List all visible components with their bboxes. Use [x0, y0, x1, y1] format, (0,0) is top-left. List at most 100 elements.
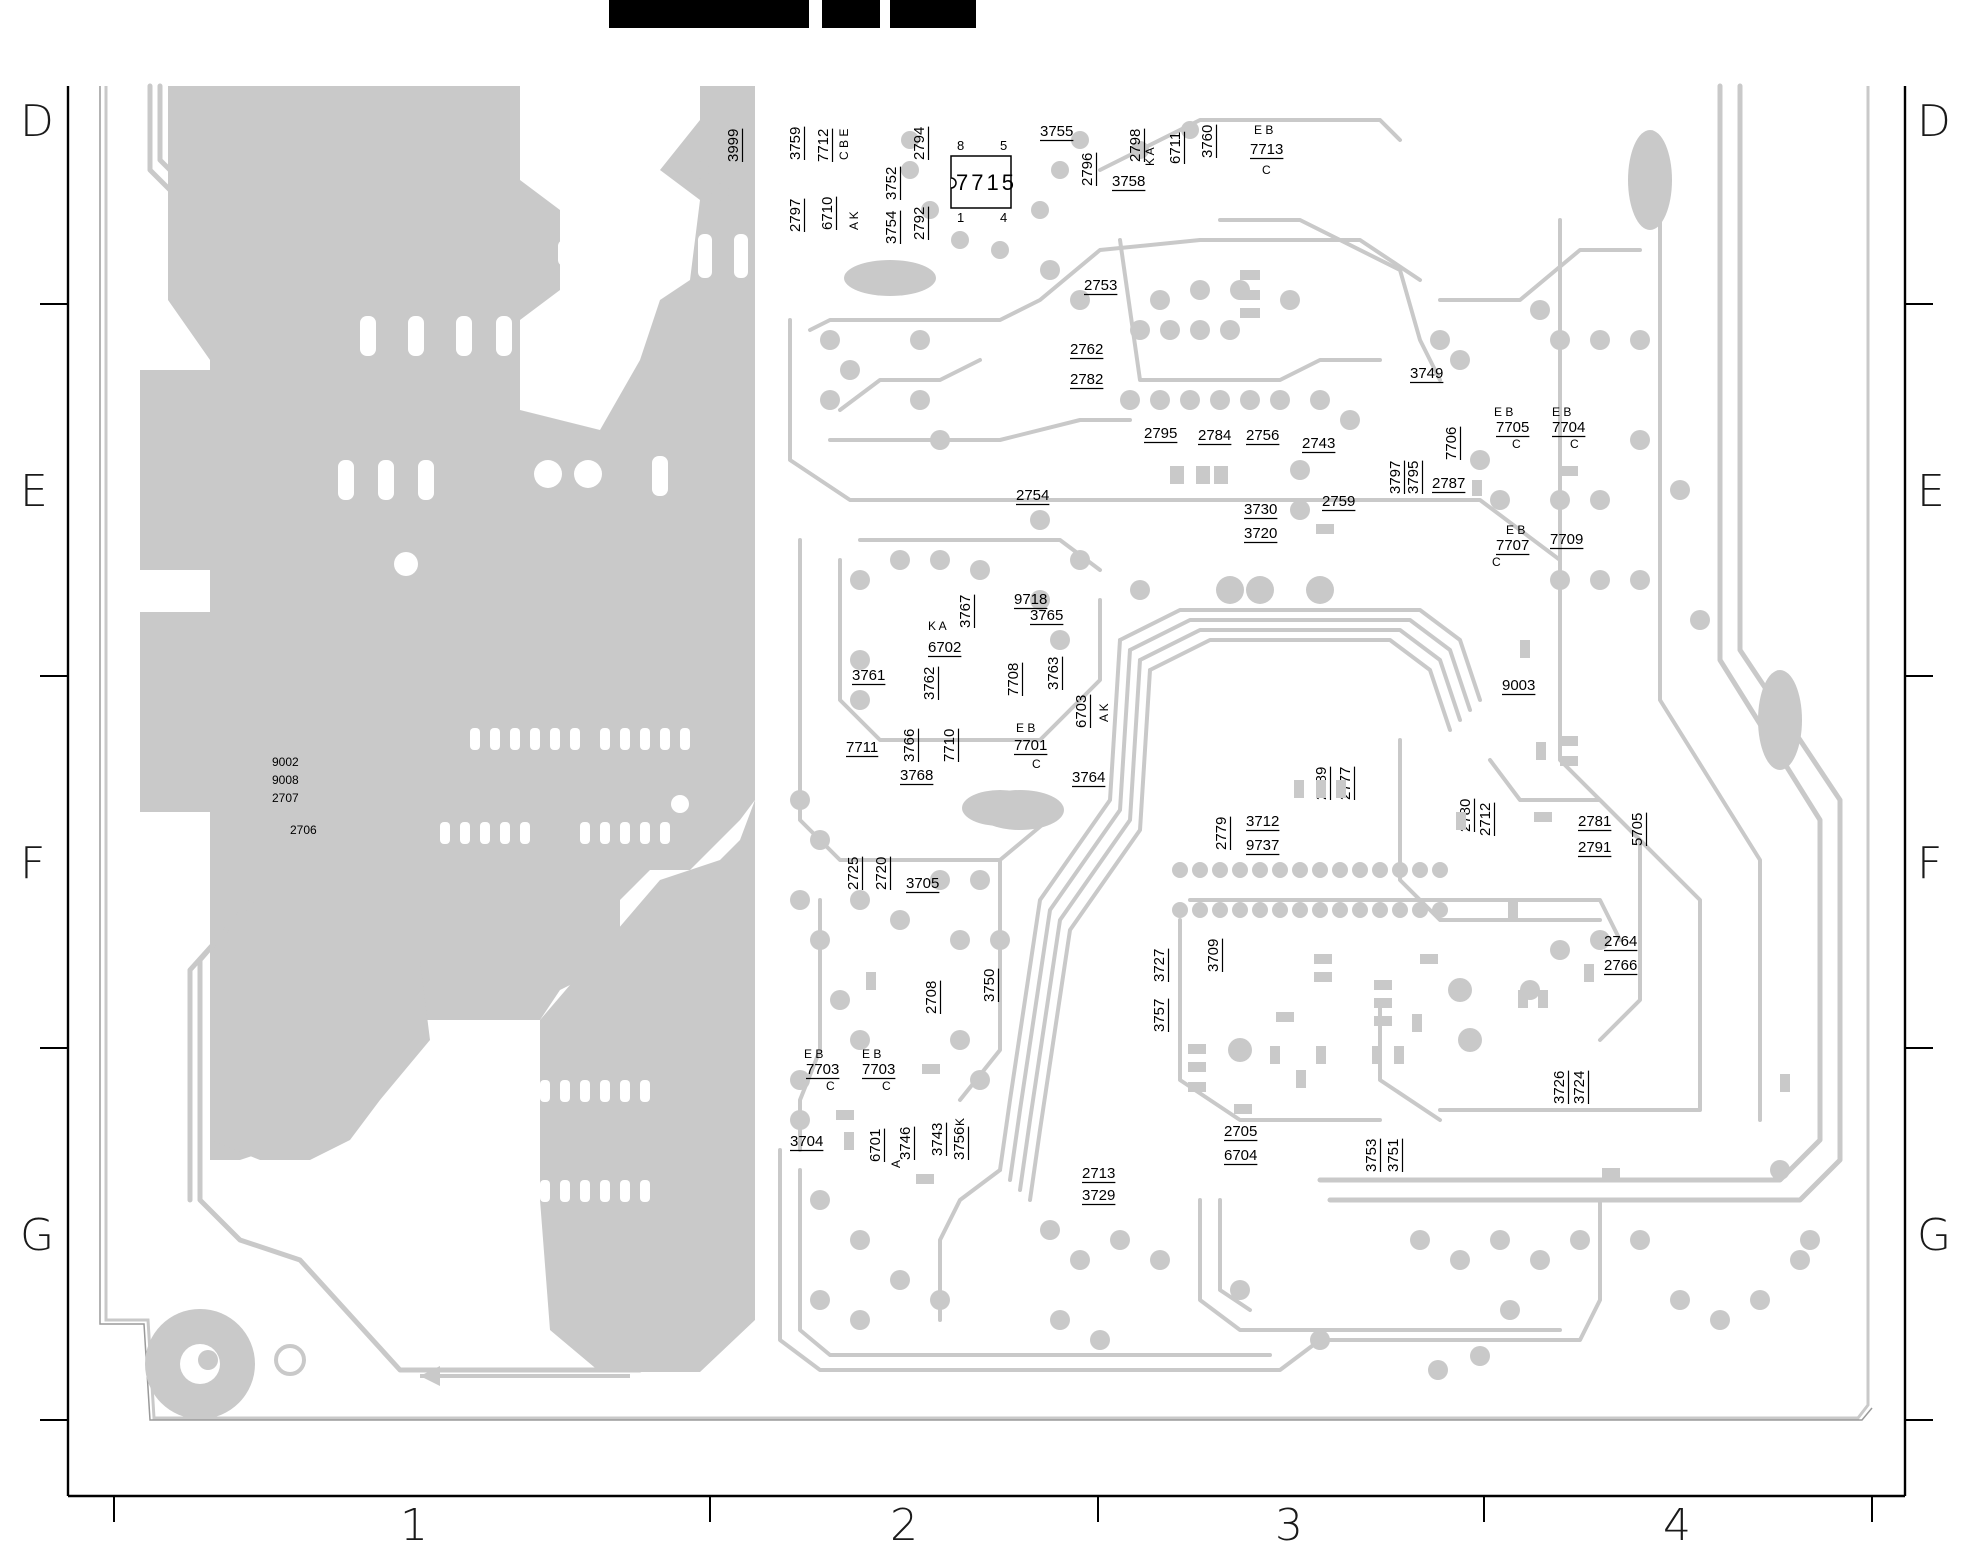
ref-3999: 3999	[725, 129, 742, 162]
ref-3795: 3795	[1405, 461, 1422, 494]
ref-3730: 3730	[1244, 501, 1277, 518]
ref-3724: 6704	[1224, 1147, 1257, 1164]
ref-3726: 2705	[1224, 1123, 1257, 1140]
connector-pad-bottom	[140, 612, 214, 812]
ref-3761: 3761	[852, 667, 885, 684]
ref-7712: 7712	[815, 129, 832, 162]
pins-6704: A	[889, 1160, 903, 1168]
round-hole	[394, 552, 418, 576]
ref-3757: 3724	[1571, 1071, 1588, 1104]
ref-3704: 3746	[897, 1127, 914, 1160]
drawing-frame	[40, 86, 1933, 1522]
pins-6710: A K	[847, 211, 861, 230]
ref-3750: 3726	[1551, 1071, 1568, 1104]
ref-3756: 3751	[1385, 1139, 1402, 1172]
board-edge	[104, 86, 1870, 1420]
ic-pin-5: 5	[1000, 138, 1007, 153]
ref-3767: 3767	[957, 595, 974, 628]
ref-9002: 2707	[272, 791, 299, 805]
ref-9718: 9718	[1014, 591, 1047, 608]
slot-hole	[496, 316, 512, 356]
copper-pour-left-low	[210, 960, 430, 1160]
ref-2791: 2725	[845, 857, 862, 890]
ref-6710: 6710	[819, 197, 836, 230]
ref-2795: 2795	[1144, 425, 1177, 442]
ref-9737: 2712	[1477, 803, 1494, 836]
header-bar	[609, 0, 809, 28]
reference-designators: 3999 3759 7712 C B E 2794 3755 2798 K A …	[272, 123, 1648, 1206]
ref-2781: 5705	[1629, 813, 1646, 846]
ref-3746: 3756	[951, 1127, 968, 1160]
copper-pour-main	[168, 86, 755, 1160]
ref-2780: 2781	[1578, 813, 1611, 830]
ref-3754: 3754	[883, 211, 900, 244]
ref-2712: 2791	[1578, 839, 1611, 856]
direction-arrow	[420, 1366, 630, 1386]
ref-2796: 2796	[1079, 153, 1096, 186]
ref-2756: 2756	[1246, 427, 1279, 444]
pins-7706-top: E B	[1506, 523, 1525, 537]
ic-7715: 7715 8 5 1 4	[950, 138, 1014, 225]
pins-7703-bottom: C	[882, 1079, 891, 1093]
board-outline	[99, 86, 1873, 1421]
round-hole	[534, 460, 562, 488]
pins-7713-bottom: C	[1262, 163, 1271, 177]
ref-7708: 7711	[846, 739, 878, 756]
ref-2743: 2743	[1302, 435, 1335, 452]
ref-2725: 3705	[906, 875, 939, 892]
ref-5705: 2720	[873, 857, 890, 890]
copper-pours	[140, 86, 755, 1419]
ref-7701: 7703	[806, 1061, 839, 1078]
ref-3759: 3759	[787, 127, 804, 160]
ref-7714: 7706	[1443, 427, 1460, 460]
pins-7710-bottom: C	[1032, 757, 1041, 771]
ref-2787: 2787	[1432, 475, 1465, 492]
header-bar	[822, 0, 880, 28]
slot-hole	[652, 456, 668, 496]
ref-7713: 7713	[1250, 141, 1283, 158]
ref-3751: 3729	[1082, 1187, 1115, 1204]
header-bars	[609, 0, 976, 28]
row-label-g-left: G	[20, 1210, 54, 1261]
pins-7705-top: E B	[1494, 405, 1513, 419]
column-label-2: 2	[890, 1500, 918, 1544]
ref-3727: 2764	[1604, 933, 1637, 950]
pins-7704-bottom: C	[1570, 437, 1579, 451]
ic-notch	[950, 177, 957, 189]
slot-hole	[360, 316, 376, 356]
ref-2797: 2797	[787, 199, 804, 232]
ref-6703: 6703	[1073, 695, 1090, 728]
ref-2762: 2762	[1070, 341, 1103, 358]
ref-2784: 2784	[1198, 427, 1231, 444]
ref-3758: 3758	[1112, 173, 1145, 190]
ref-7704: 7704	[1552, 419, 1585, 436]
pins-6702: K A	[928, 619, 947, 633]
ref-2779: 9737	[1246, 837, 1279, 854]
ref-2759: 2759	[1322, 493, 1355, 510]
ref-2777: 3712	[1246, 813, 1279, 830]
small-hole	[281, 1351, 299, 1369]
pins-7701-bottom: C	[826, 1079, 835, 1093]
row-label-g-right: G	[1917, 1210, 1951, 1261]
row-label-f-right: F	[1917, 838, 1942, 889]
ref-9008: 2706	[290, 823, 317, 837]
ref-3743: 3753	[1363, 1139, 1380, 1172]
ic-pin-4: 4	[1000, 210, 1007, 225]
slot-hole	[408, 316, 424, 356]
ref-3797: 3797	[1387, 461, 1404, 494]
copper-traces	[147, 83, 1843, 1373]
ref-2782: 2782	[1070, 371, 1103, 388]
pins-7706-bottom: C	[1492, 555, 1501, 569]
ref-2789: 2779	[1213, 817, 1230, 850]
ref-2708: 3757	[1151, 999, 1168, 1032]
ref-7711: 7710	[941, 729, 958, 762]
ref-9009: 9002	[272, 755, 299, 769]
slot-hole	[698, 234, 712, 278]
ref-6701: 3743	[929, 1123, 946, 1156]
ref-2764: 2708	[923, 981, 940, 1014]
round-hole	[596, 128, 624, 156]
ref-7709: 7708	[1005, 663, 1022, 696]
row-label-e-right: E	[1917, 466, 1945, 517]
ref-2798: 2798	[1127, 129, 1144, 162]
